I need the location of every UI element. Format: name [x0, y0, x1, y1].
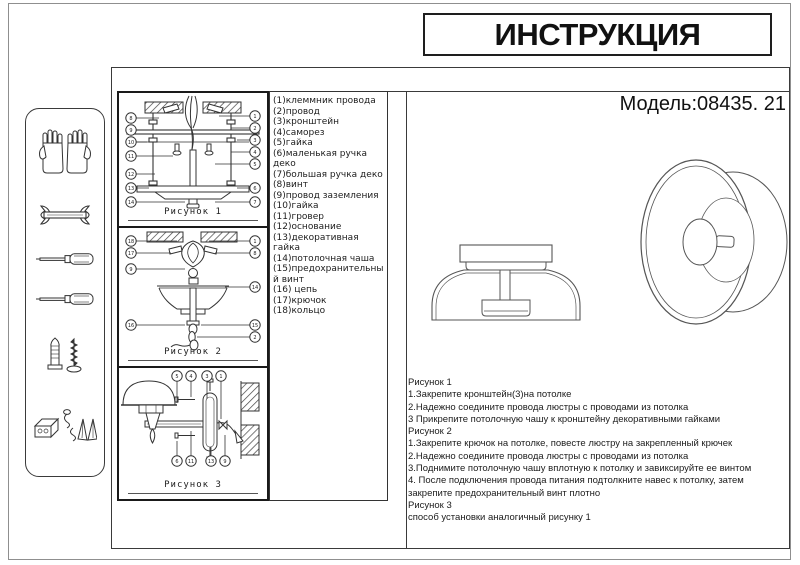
- svg-text:1: 1: [253, 114, 256, 120]
- callout-circle: [125, 168, 137, 180]
- callout-circle: [171, 370, 183, 382]
- svg-text:15: 15: [252, 323, 258, 329]
- callout-circle: [249, 134, 261, 146]
- callout-circle: [125, 150, 137, 162]
- model-label: Модель:08435. 21: [619, 93, 786, 115]
- callout-circle: [249, 247, 261, 259]
- svg-text:8: 8: [253, 251, 256, 257]
- callout-circle: [185, 455, 197, 467]
- svg-text:5: 5: [253, 162, 256, 168]
- lamp-side-view-drawing: [431, 244, 581, 321]
- callout-circle: [125, 263, 137, 275]
- svg-text:3: 3: [205, 374, 208, 380]
- svg-text:11: 11: [128, 154, 134, 160]
- lamp-perspective-drawing: [640, 159, 788, 325]
- wrench-icon: [39, 205, 91, 225]
- svg-text:13: 13: [128, 186, 134, 192]
- callout-circle: [215, 370, 227, 382]
- figure-1-caption: Рисунок 1: [164, 207, 222, 217]
- ceiling-hatch: [144, 101, 242, 114]
- svg-text:4: 4: [253, 150, 256, 156]
- figure-3: 5 4 3 1 6 11 13 9 Рисунок 3: [119, 368, 267, 499]
- callout-circle: [249, 182, 261, 194]
- caption-underline: [128, 360, 258, 361]
- callout-circle: [125, 196, 137, 208]
- callout-circle: [249, 146, 261, 158]
- svg-text:11: 11: [188, 459, 194, 465]
- svg-text:2: 2: [253, 126, 256, 132]
- callout-circle: [249, 122, 261, 134]
- svg-text:16: 16: [128, 323, 134, 329]
- svg-text:14: 14: [128, 200, 134, 206]
- svg-text:8: 8: [129, 116, 132, 122]
- svg-text:17: 17: [128, 251, 134, 257]
- callout-circle: [249, 331, 261, 343]
- figure-3-drawing: 5 4 3 1 6 11 13 9: [121, 370, 260, 467]
- callout-circle: [125, 235, 137, 247]
- svg-text:18: 18: [128, 239, 134, 245]
- svg-text:1: 1: [219, 374, 222, 380]
- assembly-instructions: Рисунок 1 1.Закрепите кронштейн(3)на пот…: [408, 377, 752, 524]
- svg-text:9: 9: [129, 128, 132, 134]
- svg-text:9: 9: [129, 267, 132, 273]
- svg-text:6: 6: [175, 459, 178, 465]
- svg-text:9: 9: [223, 459, 226, 465]
- callout-circle: [249, 196, 261, 208]
- column-divider: [406, 91, 407, 549]
- screwdriver-icon: [36, 293, 94, 305]
- svg-text:6: 6: [253, 186, 256, 192]
- callout-circle: [125, 182, 137, 194]
- callout-circle: [125, 112, 137, 124]
- callout-circle: [125, 124, 137, 136]
- page-border: [8, 3, 791, 560]
- header-rule: [388, 91, 790, 92]
- wires: [184, 95, 198, 157]
- figure-2-caption: Рисунок 2: [164, 347, 222, 357]
- wall-plug-and-screw-icon: [47, 337, 82, 373]
- caption-underline: [128, 220, 258, 221]
- svg-text:2: 2: [253, 335, 256, 341]
- svg-text:3: 3: [253, 138, 256, 144]
- callout-circle: [185, 370, 197, 382]
- callout-circle: [249, 281, 261, 293]
- svg-text:14: 14: [252, 285, 258, 291]
- callout-circle: [249, 235, 261, 247]
- page-title: ИНСТРУКЦИЯ: [494, 16, 701, 52]
- svg-text:10: 10: [128, 140, 134, 146]
- callout-circle: [125, 136, 137, 148]
- wall-hatch: [240, 381, 260, 459]
- callout-circle: [125, 319, 137, 331]
- gloves-icon: [39, 129, 91, 174]
- svg-text:13: 13: [208, 459, 214, 465]
- title-box: ИНСТРУКЦИЯ: [423, 13, 772, 56]
- tools-sidebar: [25, 108, 105, 477]
- caption-underline: [128, 493, 258, 494]
- callout-circle: [249, 158, 261, 170]
- svg-text:1: 1: [253, 239, 256, 245]
- callout-circle: [249, 319, 261, 331]
- svg-text:4: 4: [189, 374, 192, 380]
- callout-circle: [201, 370, 213, 382]
- callout-circle: [205, 455, 217, 467]
- callout-circle: [249, 110, 261, 122]
- callout-circle: [171, 455, 183, 467]
- callout-circle: [219, 455, 231, 467]
- figure-3-caption: Рисунок 3: [164, 480, 222, 490]
- svg-text:12: 12: [128, 172, 134, 178]
- callout-circle: [125, 247, 137, 259]
- main-content-box: Модель:08435. 21: [111, 67, 790, 549]
- screwdriver-icon: [36, 253, 94, 265]
- svg-text:7: 7: [253, 200, 256, 206]
- parts-list: (1)клеммник провода (2)провод (3)кронште…: [269, 91, 388, 501]
- lamp-shade: [121, 380, 177, 445]
- fasteners-set-icon: [33, 409, 97, 442]
- svg-text:5: 5: [175, 374, 178, 380]
